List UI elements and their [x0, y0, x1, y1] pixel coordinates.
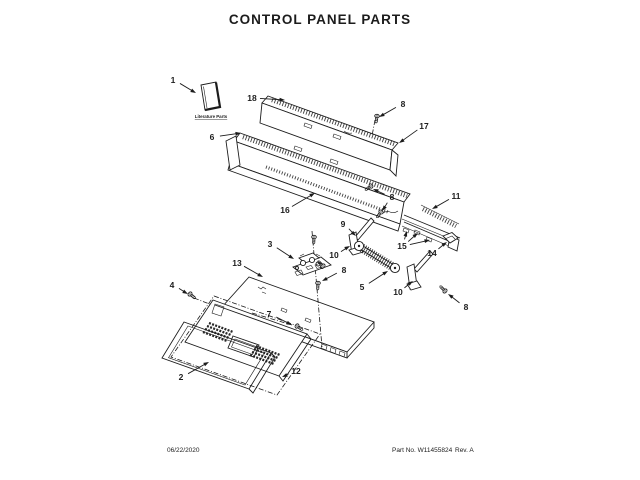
top-trim-panel-part: [259, 95, 399, 177]
callout-label-12: 12: [291, 366, 301, 376]
callout-arrowhead: [279, 97, 285, 102]
literature-booklet-part: [200, 81, 222, 112]
callout-label-18: 18: [247, 93, 257, 103]
footer-date: 06/22/2020: [167, 447, 200, 454]
callout-arrow-line: [381, 106, 397, 116]
callout-arrowhead: [235, 131, 241, 136]
callout-label-15: 15: [397, 241, 407, 251]
callout-label-14: 14: [427, 248, 437, 258]
callout-label-1: 1: [171, 75, 176, 85]
callout-label-8: 8: [390, 192, 395, 202]
callout-arrow-line: [243, 265, 261, 276]
assembly-boundary-box: [170, 295, 321, 396]
callout-label-3: 3: [268, 239, 273, 249]
glass-touch-panel-part: [184, 299, 312, 382]
callout-arrow-line: [259, 97, 283, 101]
callout-label-11: 11: [452, 191, 461, 201]
callout-arrow-line: [434, 198, 450, 208]
callout-label-4: 4: [170, 280, 175, 290]
right-bracket-part: [406, 250, 434, 291]
mount-lines: [193, 119, 399, 306]
callout-arrow-line: [219, 132, 239, 137]
callout-label-8: 8: [401, 99, 406, 109]
callout-arrowhead: [399, 138, 405, 143]
callout-label-6: 6: [210, 132, 215, 142]
latch-assembly-part: [292, 252, 332, 276]
callout-arrowhead: [382, 205, 387, 211]
callout-label-8: 8: [342, 265, 347, 275]
roller-part: [353, 240, 401, 274]
callout-label-16: 16: [280, 205, 290, 215]
page-title: CONTROL PANEL PARTS: [229, 12, 411, 27]
callout-arrowhead: [441, 242, 447, 247]
callout-arrow-line: [276, 247, 292, 258]
callout-label-13: 13: [232, 258, 242, 268]
callout-arrowhead: [322, 276, 328, 281]
control-panel-cover-part: [225, 132, 411, 232]
center-mount-line: [311, 230, 323, 348]
callout-label-7: 7: [267, 309, 272, 319]
callout-arrowhead: [257, 272, 263, 277]
footer-rev: Rev. A: [455, 447, 474, 454]
callout-arrow-line: [187, 363, 207, 375]
literature-parts-label: Literature Parts: [195, 114, 228, 119]
callout-label-5: 5: [360, 282, 365, 292]
callout-arrowhead: [286, 320, 292, 325]
callout-arrow-line: [291, 194, 313, 207]
front-panel-part: [161, 321, 276, 394]
callout-label-17: 17: [419, 121, 429, 131]
callout-arrowhead: [350, 230, 356, 236]
callout-arrowhead: [203, 362, 209, 367]
callout-arrow-line: [179, 83, 194, 92]
callout-arrow-line: [409, 240, 428, 245]
callout-arrowhead: [373, 189, 379, 193]
footer-part-no: Part No. W11455824: [392, 447, 453, 454]
callout-label-10: 10: [393, 287, 403, 297]
callout-arrowhead: [403, 231, 408, 237]
callout-arrowhead: [412, 233, 418, 238]
callout-arrowhead: [182, 289, 188, 294]
callout-label-2: 2: [179, 372, 184, 382]
callout-arrowhead: [282, 373, 288, 377]
callout-label-9: 9: [341, 219, 346, 229]
callout-arrowhead: [448, 294, 454, 299]
callout-arrowhead: [432, 204, 438, 209]
callout-label-8: 8: [464, 302, 469, 312]
callout-arrowhead: [309, 193, 315, 198]
callout-arrow-line: [368, 272, 386, 284]
callout-arrowhead: [407, 281, 413, 286]
callout-arrowhead: [424, 239, 430, 244]
callout-label-10: 10: [329, 250, 339, 260]
callout-arrowhead: [190, 88, 196, 93]
callout-arrowhead: [288, 254, 294, 259]
clip-part: [442, 231, 459, 244]
callout-arrowhead: [382, 271, 388, 276]
callout-arrowhead: [379, 112, 385, 117]
callout-arrowhead: [344, 246, 350, 251]
callout-arrow-line: [401, 129, 418, 142]
